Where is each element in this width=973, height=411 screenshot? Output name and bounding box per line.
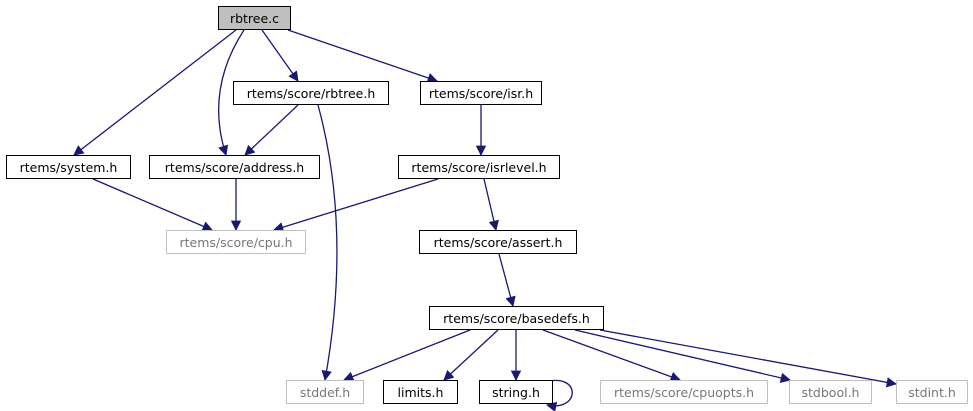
node-cpu-h: rtems/score/cpu.h — [166, 230, 306, 254]
node-stdbool-h: stdbool.h — [789, 380, 872, 404]
node-label: stdbool.h — [801, 384, 860, 400]
edge-string-h-to-string-h — [544, 379, 573, 411]
edge-basedefs-h-to-stdbool-h — [574, 329, 792, 383]
edge-basedefs-h-to-cpuopts-h — [542, 329, 681, 382]
edge-rbtree-c-to-system-h — [73, 29, 237, 156]
node-rbtree-c[interactable]: rbtree.c — [218, 6, 291, 30]
node-label: stddef.h — [299, 384, 351, 400]
node-limits-h[interactable]: limits.h — [383, 380, 458, 404]
edge-rbtree-h-to-stddef-h — [317, 104, 338, 382]
node-isr-h[interactable]: rtems/score/isr.h — [420, 81, 542, 105]
edge-basedefs-h-to-stddef-h — [343, 329, 471, 382]
node-address-h[interactable]: rtems/score/address.h — [149, 155, 320, 179]
node-rbtree-h[interactable]: rtems/score/rbtree.h — [233, 81, 389, 105]
edges-layer — [73, 29, 898, 411]
node-label: rtems/score/address.h — [164, 159, 305, 175]
node-label: rbtree.c — [229, 10, 280, 26]
node-label: limits.h — [397, 384, 444, 400]
node-label: rtems/score/rbtree.h — [246, 85, 376, 101]
edge-system-h-to-cpu-h — [92, 178, 213, 232]
edge-rbtree-c-to-rbtree-h — [261, 29, 299, 82]
node-isrlevel-h[interactable]: rtems/score/isrlevel.h — [398, 155, 560, 179]
node-stdint-h: stdint.h — [896, 380, 968, 404]
node-label: stdint.h — [908, 384, 956, 400]
node-label: rtems/score/isrlevel.h — [411, 159, 547, 175]
edge-basedefs-h-to-limits-h — [443, 329, 499, 381]
node-label: rtems/score/cpu.h — [179, 234, 293, 250]
node-basedefs-h[interactable]: rtems/score/basedefs.h — [429, 306, 604, 330]
edge-isrlevel-h-to-cpu-h — [273, 178, 439, 233]
node-stddef-h: stddef.h — [286, 380, 364, 404]
node-string-h[interactable]: string.h — [479, 380, 553, 404]
edge-assert-h-to-basedefs-h — [498, 253, 516, 308]
node-system-h[interactable]: rtems/system.h — [6, 155, 131, 179]
node-cpuopts-h: rtems/score/cpuopts.h — [600, 380, 768, 404]
edge-rbtree-h-to-address-h — [244, 104, 299, 156]
node-label: rtems/score/cpuopts.h — [613, 384, 755, 400]
edge-rbtree-c-to-isr-h — [287, 29, 438, 83]
node-label: string.h — [492, 384, 540, 400]
node-label: rtems/system.h — [19, 159, 118, 175]
edge-rbtree-c-to-address-h — [218, 29, 245, 156]
node-label: rtems/score/basedefs.h — [443, 310, 590, 326]
node-label: rtems/score/assert.h — [433, 234, 563, 250]
edge-basedefs-h-to-stdint-h — [599, 329, 898, 388]
node-label: rtems/score/isr.h — [428, 85, 534, 101]
node-assert-h[interactable]: rtems/score/assert.h — [419, 230, 577, 254]
edge-isrlevel-h-to-assert-h — [483, 178, 499, 232]
